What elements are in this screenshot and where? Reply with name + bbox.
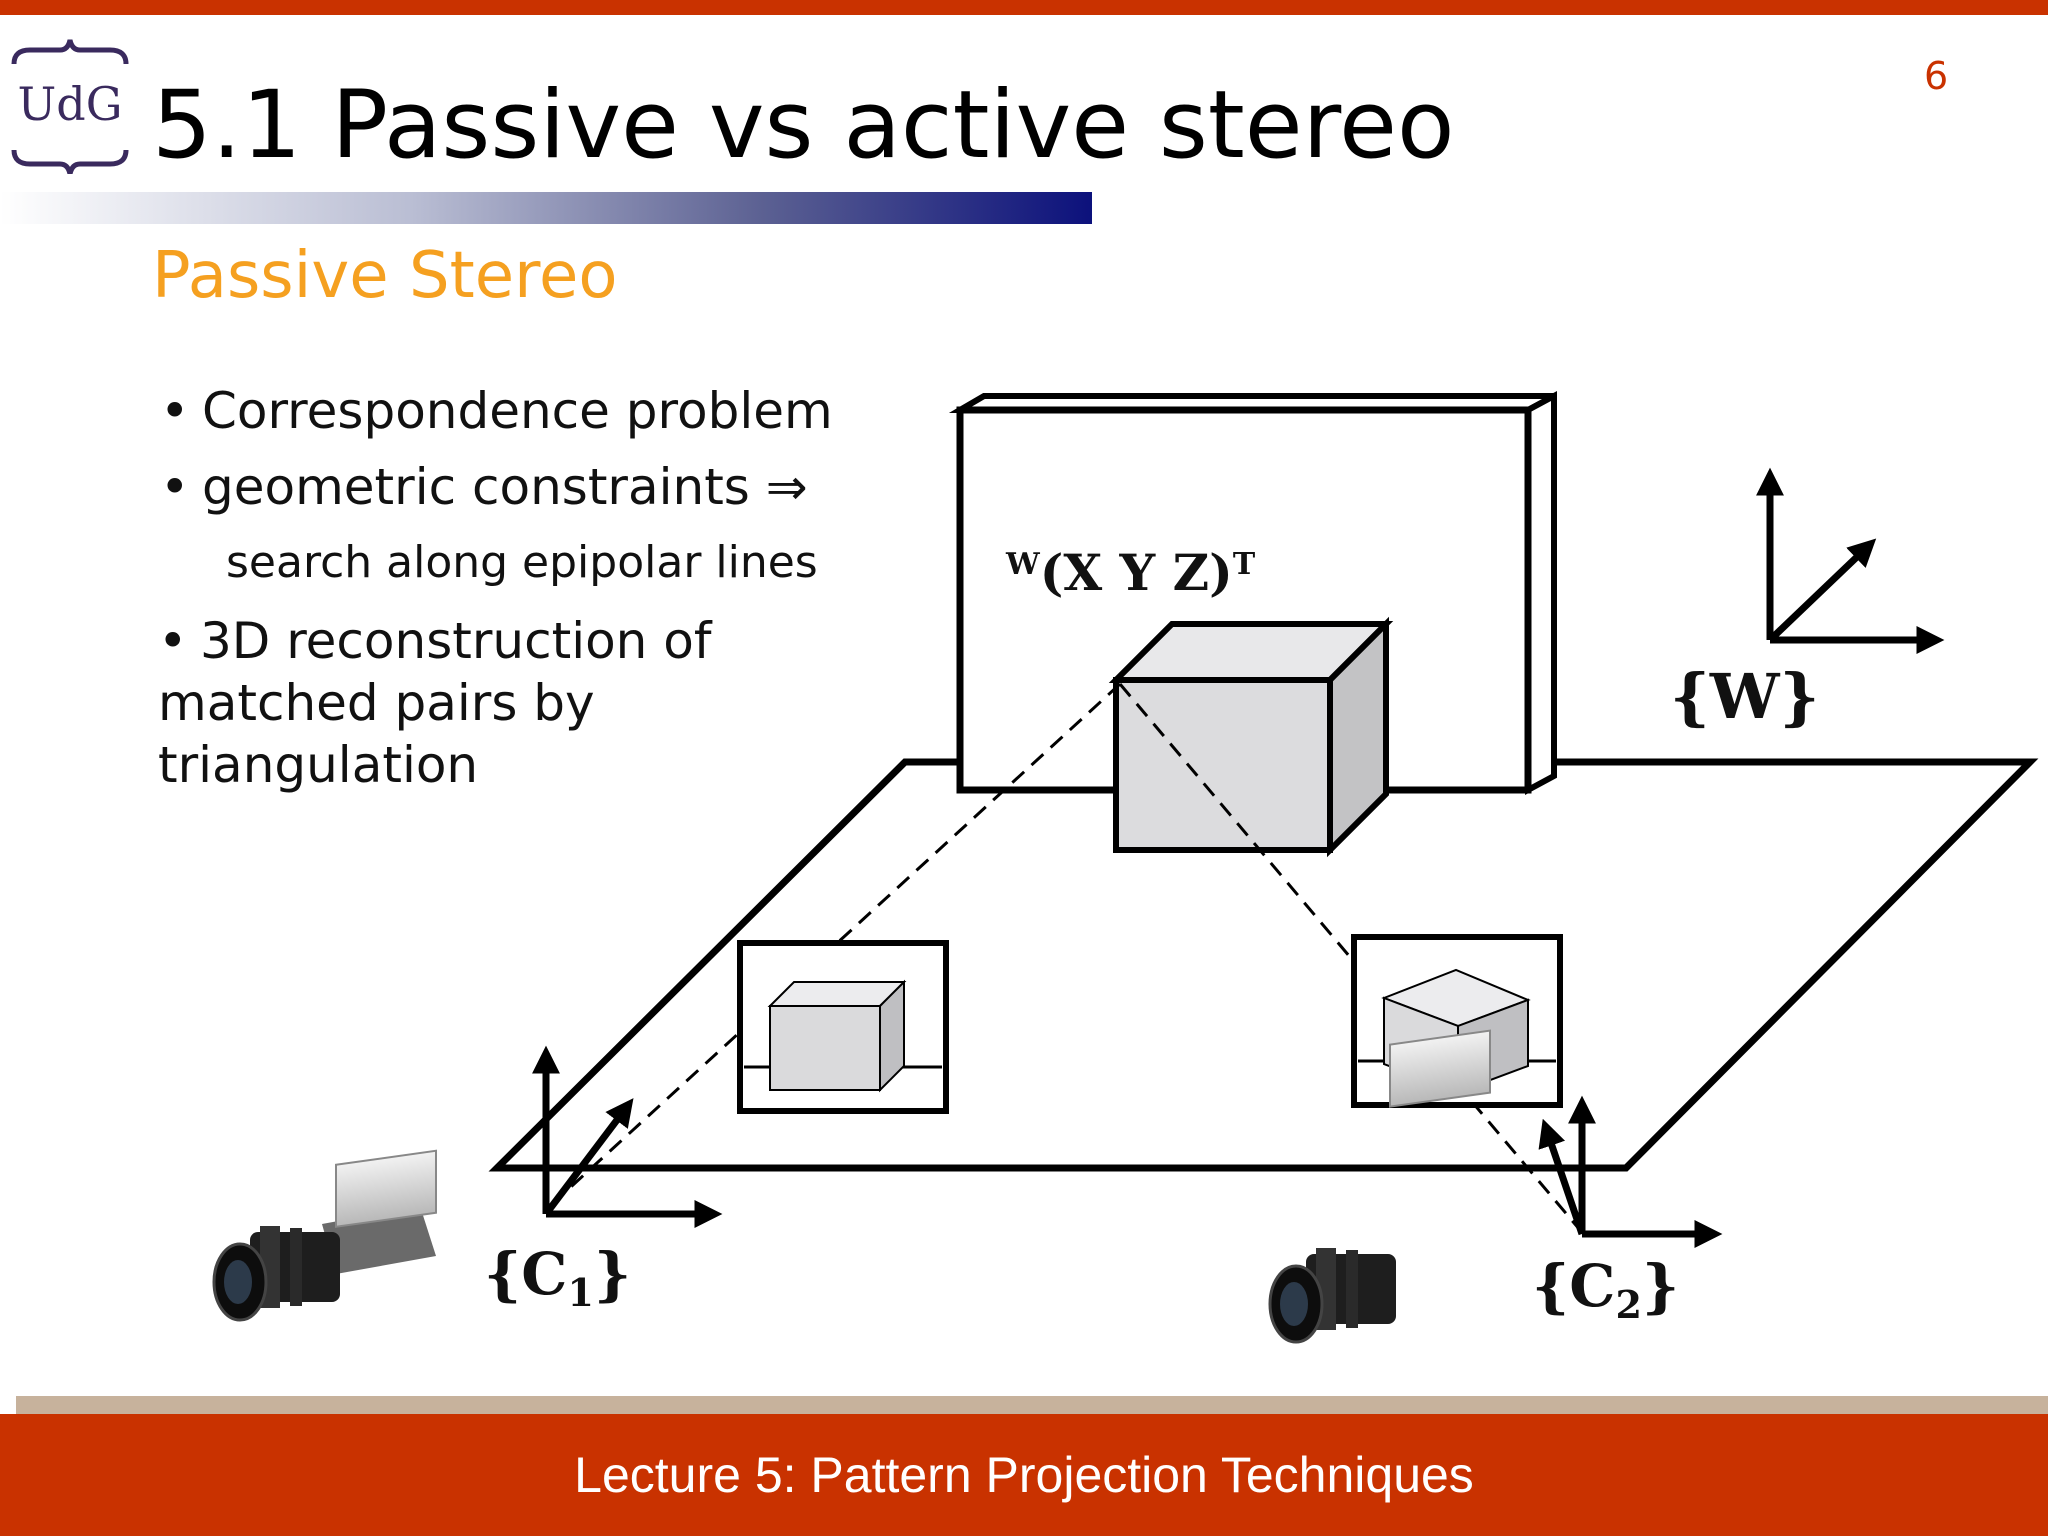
world-frame-label: {W} <box>1670 660 1819 733</box>
bullet-text: 3D reconstruction of matched pairs by tr… <box>158 612 712 794</box>
camera1-frame-axes <box>532 1045 723 1228</box>
footer-bar <box>0 1414 2048 1536</box>
sub-bullet-text: search along epipolar lines <box>226 537 818 588</box>
section-subtitle: Passive Stereo <box>152 239 618 313</box>
camera1-frame-label: {C1} <box>484 1240 631 1315</box>
cube-front-face <box>1113 677 1333 853</box>
udg-logo: UdG <box>11 39 129 174</box>
bullet-item: •3D reconstruction of matched pairs by t… <box>158 612 712 794</box>
page-number: 6 <box>1924 54 1949 98</box>
world-point-label: W(X Y Z)T <box>1005 543 1256 602</box>
top-accent-bar <box>0 0 2048 15</box>
bullet-text: geometric constraints ⇒ <box>202 458 808 516</box>
wall-side-face <box>1525 390 1557 796</box>
bullet-item: •Correspondence problem <box>160 382 833 440</box>
camera2-frame-label: {C2} <box>1532 1252 1679 1327</box>
bullet-text: Correspondence problem <box>202 382 833 440</box>
slide-title: 5.1 Passive vs active stereo <box>152 71 1455 180</box>
title-underline-gradient <box>0 192 1092 224</box>
footer-divider <box>16 1396 2048 1414</box>
footer-text: Lecture 5: Pattern Projection Techniques <box>574 1447 1474 1503</box>
camera1-icon <box>212 1149 437 1322</box>
bullet-item: •geometric constraints ⇒ <box>160 458 808 516</box>
camera2-frame-axes <box>1538 1095 1723 1248</box>
logo-text: UdG <box>18 77 123 131</box>
camera2-icon <box>1268 1029 1491 1344</box>
bullet-list: •Correspondence problem •geometric const… <box>158 380 833 810</box>
left-image-plane <box>737 940 949 1114</box>
projection-ray-right <box>1118 683 1582 1231</box>
world-frame-axes <box>1756 467 1945 654</box>
